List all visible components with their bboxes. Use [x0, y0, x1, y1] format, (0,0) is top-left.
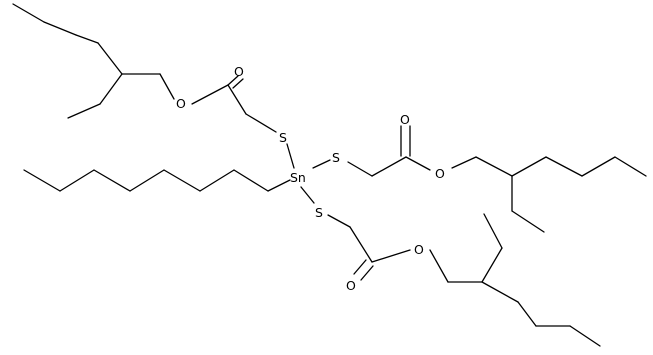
atom-label-s-bottom: S — [315, 205, 323, 220]
atom-label-o-top-ester: O — [176, 96, 186, 111]
atom-label-o-right-carbonyl: O — [400, 112, 410, 127]
tin-sulfur-bonds — [286, 143, 331, 204]
right-ethyl-branch — [511, 175, 545, 233]
atom-label-o-bottom-ester: O — [414, 242, 424, 257]
atom-label-o-bottom-carbonyl: O — [346, 278, 356, 293]
bottom-hexyl-chain — [481, 281, 601, 347]
atom-label-s-top: S — [279, 130, 287, 145]
atom-label-s-right: S — [332, 150, 340, 165]
atom-labels: O O S Sn S S O O O O — [176, 64, 445, 293]
right-ester-group — [347, 125, 513, 177]
atom-label-o-right-ester: O — [435, 166, 445, 181]
bond-lines — [12, 3, 647, 347]
top-hexyl-chain — [12, 3, 123, 75]
top-ester-group — [121, 73, 277, 133]
atom-label-o-top-carbonyl: O — [234, 64, 244, 79]
bottom-ester-group — [327, 214, 483, 283]
octyl-chain — [23, 169, 291, 192]
right-hexyl-chain — [511, 156, 647, 177]
bottom-ethyl-branch — [481, 213, 503, 283]
atom-label-tin: Sn — [290, 170, 306, 185]
top-ethyl-branch — [67, 73, 123, 119]
